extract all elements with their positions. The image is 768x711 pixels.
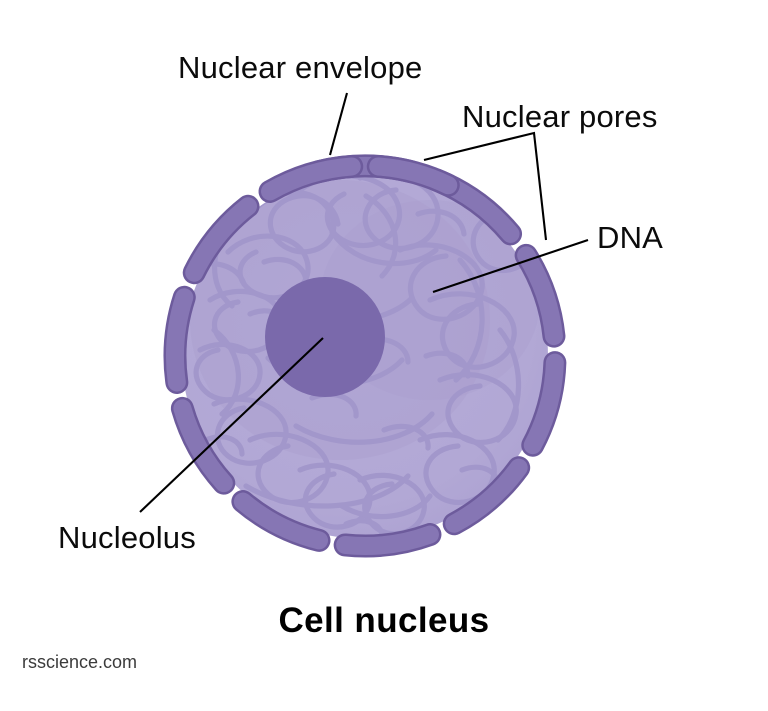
nucleolus-body	[265, 277, 385, 397]
nuclear-envelope-segment	[185, 197, 258, 282]
watermark: rsscience.com	[22, 652, 137, 672]
nuclear-envelope-segment	[445, 458, 528, 533]
leader-lines	[139, 92, 589, 513]
nuclear-envelope-segment	[517, 246, 563, 346]
leader-line-nucleolus	[139, 337, 324, 513]
label-nuclear-pores: Nuclear pores	[462, 99, 658, 134]
nuclear-envelope-segment	[166, 288, 194, 392]
label-dna: DNA	[597, 220, 663, 255]
nuclear-envelope-segment	[336, 525, 439, 555]
dna-chromatin-strands	[187, 173, 539, 539]
leader-line-dna	[432, 239, 589, 293]
nuclear-envelope-arcs	[163, 154, 567, 558]
nuclear-envelope-segment	[523, 353, 564, 455]
leader-line-nuclear-envelope	[328, 92, 349, 156]
label-nuclear-envelope: Nuclear envelope	[178, 50, 422, 85]
nuclear-envelope-segment	[261, 157, 361, 201]
nuclear-envelope-segment	[233, 492, 329, 550]
figure-title: Cell nucleus	[279, 601, 490, 640]
leader-line-nuclear-pores	[423, 131, 548, 241]
nuclear-envelope-segment	[173, 399, 233, 493]
label-nucleolus: Nucleolus	[58, 520, 196, 555]
nuclear-envelope-segment	[369, 157, 458, 195]
